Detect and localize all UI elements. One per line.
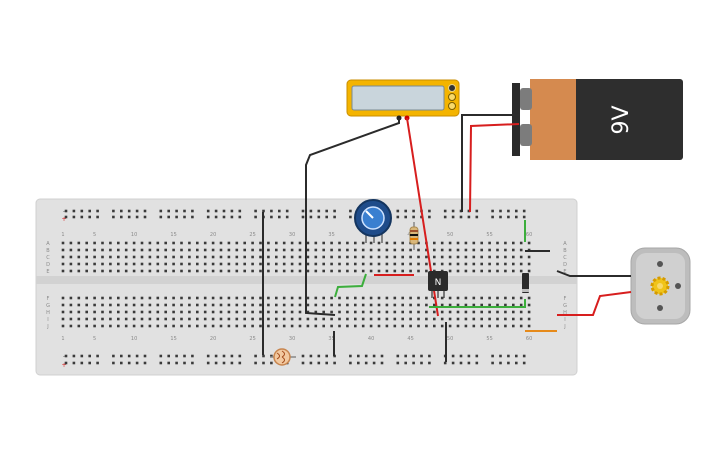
multimeter-knob-a[interactable] (448, 84, 456, 92)
row-letter: I (47, 317, 48, 323)
row-letter: C (46, 255, 50, 261)
row-letter: E (563, 269, 566, 275)
row-letter: A (563, 241, 567, 247)
wire-battery-positive[interactable] (469, 123, 520, 213)
npn-transistor[interactable]: N (428, 271, 448, 298)
column-number: 55 (486, 336, 492, 342)
row-letter: G (46, 303, 50, 309)
column-number: 40 (368, 336, 374, 342)
row-letter: E (46, 269, 49, 275)
breadboard-labels: 1155101015152020252530303535404045455050… (46, 208, 567, 369)
row-letter: J (46, 324, 48, 330)
column-number: 30 (289, 336, 295, 342)
wire-battery-negative[interactable] (461, 114, 519, 212)
multimeter-knob-com[interactable] (448, 102, 456, 110)
row-letter: B (563, 248, 567, 254)
column-number: 15 (170, 336, 176, 342)
row-letter: H (563, 310, 567, 316)
column-number: 5 (93, 336, 96, 342)
row-letter: A (46, 241, 50, 247)
row-letter: I (564, 317, 565, 323)
column-number: 5 (93, 232, 96, 238)
wire-motor-negative[interactable] (556, 270, 631, 277)
column-number: 20 (210, 336, 216, 342)
column-number: 1 (61, 232, 64, 238)
row-letter: F (47, 296, 50, 302)
row-letter: B (46, 248, 50, 254)
breadboard-holes (61, 209, 531, 365)
column-number: 50 (447, 336, 453, 342)
column-number: 20 (210, 232, 216, 238)
row-letter: J (563, 324, 565, 330)
dc-motor[interactable] (630, 247, 691, 325)
wire-motor-positive[interactable] (557, 291, 632, 316)
row-letter: F (564, 296, 567, 302)
row-letter: H (46, 310, 50, 316)
rail-sign: + (61, 216, 66, 223)
wire-meter-com[interactable] (305, 118, 400, 316)
wires (262, 114, 632, 362)
potentiometer[interactable] (354, 199, 392, 243)
column-number: 25 (249, 232, 255, 238)
photoresistor[interactable] (270, 348, 296, 366)
resistor[interactable] (409, 222, 419, 250)
column-number: 45 (407, 336, 413, 342)
column-number: 30 (289, 232, 295, 238)
wire-green[interactable] (334, 273, 367, 298)
rail-sign: - (63, 208, 65, 215)
battery-label: 9V (609, 105, 634, 134)
column-number: 10 (131, 232, 137, 238)
battery-9v[interactable]: 9V (512, 79, 683, 160)
column-number: 35 (328, 336, 334, 342)
row-letter: G (563, 303, 567, 309)
row-letter: D (563, 262, 567, 268)
column-number: 15 (170, 232, 176, 238)
column-number: 55 (486, 232, 492, 238)
column-number: 25 (249, 336, 255, 342)
column-number: 60 (526, 336, 532, 342)
diode[interactable] (522, 273, 529, 293)
multimeter-knob-v[interactable] (448, 93, 456, 101)
rail-sign: - (63, 353, 65, 360)
column-number: 35 (328, 232, 334, 238)
wire-green[interactable] (429, 299, 526, 308)
column-number: 60 (526, 232, 532, 238)
row-letter: D (46, 262, 50, 268)
rail-sign: + (61, 362, 66, 369)
column-number: 1 (61, 336, 64, 342)
multimeter[interactable] (346, 79, 460, 121)
row-letter: C (563, 255, 567, 261)
column-number: 50 (447, 232, 453, 238)
column-number: 10 (131, 336, 137, 342)
transistor-label: N (435, 278, 442, 288)
